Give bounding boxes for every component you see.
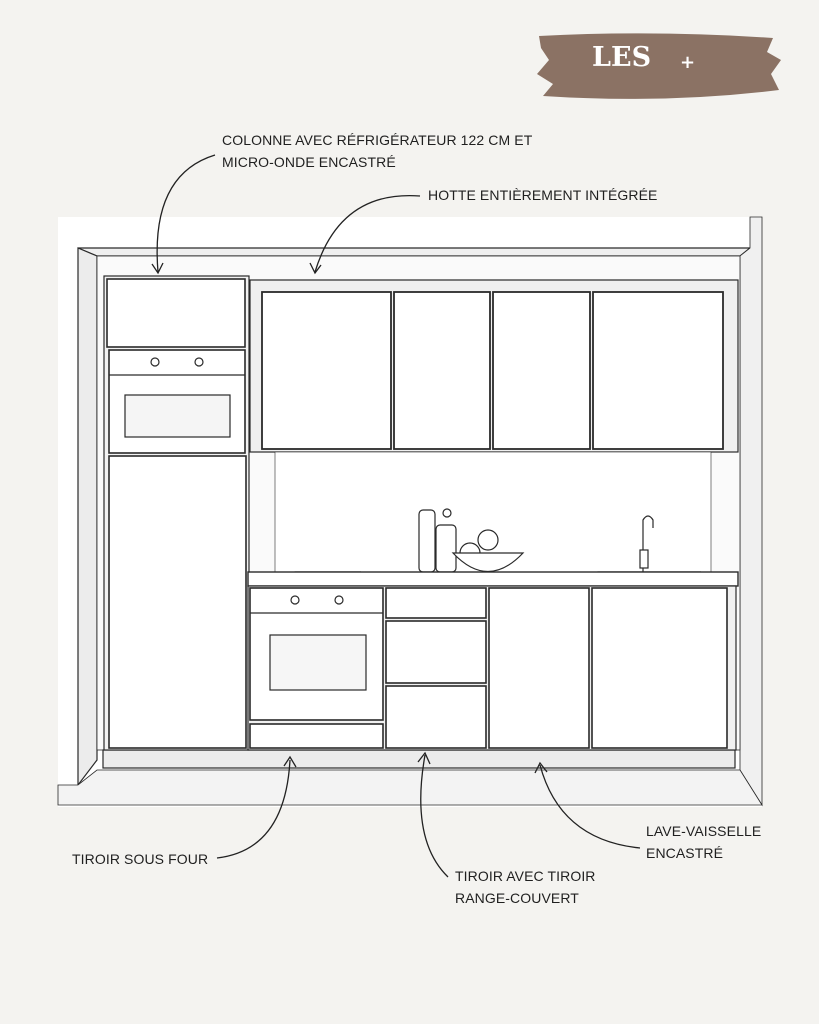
label-cutlery-line2: RANGE-COUVERT <box>455 890 579 906</box>
label-hood: HOTTE ENTIÈREMENT INTÉGRÉE <box>428 187 658 203</box>
countertop <box>247 571 739 587</box>
upper-door <box>261 291 392 450</box>
drawer-middle <box>385 620 487 684</box>
oven-knob <box>334 595 344 605</box>
brush-stroke-icon <box>537 33 781 99</box>
label-cutlery-line1: TIROIR AVEC TIROIR <box>455 868 596 884</box>
backsplash <box>274 451 712 573</box>
faucet <box>642 515 654 572</box>
les-plus-badge: LES + <box>535 30 785 105</box>
microwave-knob <box>150 357 160 367</box>
label-dishwasher-line2: ENCASTRÉ <box>646 845 724 861</box>
drawer-top <box>385 587 487 619</box>
label-column-line2: MICRO-ONDE ENCASTRÉ <box>222 154 396 170</box>
left-wall <box>77 247 98 787</box>
base-door <box>591 587 728 749</box>
label-column-line1: COLONNE AVEC RÉFRIGÉRATEUR 122 CM ET <box>222 132 533 148</box>
dishwasher-door <box>488 587 590 749</box>
right-wall <box>739 216 763 807</box>
label-dishwasher-line1: LAVE-VAISSELLE <box>646 823 762 839</box>
fridge-door <box>108 455 247 749</box>
bowl-and-boards <box>418 508 525 573</box>
upper-door <box>592 291 724 450</box>
label-cutlery-drawer: TIROIR AVEC TIROIR RANGE-COUVERT <box>455 865 596 909</box>
badge-title: LES <box>592 42 652 73</box>
label-column: COLONNE AVEC RÉFRIGÉRATEUR 122 CM ET MIC… <box>222 129 532 173</box>
microwave-window <box>124 394 231 438</box>
plinth <box>102 749 736 769</box>
label-dishwasher: LAVE-VAISSELLE ENCASTRÉ <box>646 820 761 864</box>
drawer-bottom <box>385 685 487 749</box>
oven-drawer <box>249 723 384 749</box>
floor <box>57 769 763 806</box>
upper-door <box>393 291 491 450</box>
oven-knob <box>290 595 300 605</box>
ceiling-soffit <box>77 247 752 257</box>
tall-column <box>103 275 250 751</box>
oven-window <box>269 634 367 691</box>
upper-door <box>492 291 591 450</box>
annotation-arrows <box>151 154 641 878</box>
badge-plus: + <box>680 52 696 73</box>
label-oven-drawer: TIROIR SOUS FOUR <box>72 851 209 867</box>
microwave-knob <box>194 357 204 367</box>
column-top-cabinet <box>106 278 246 348</box>
